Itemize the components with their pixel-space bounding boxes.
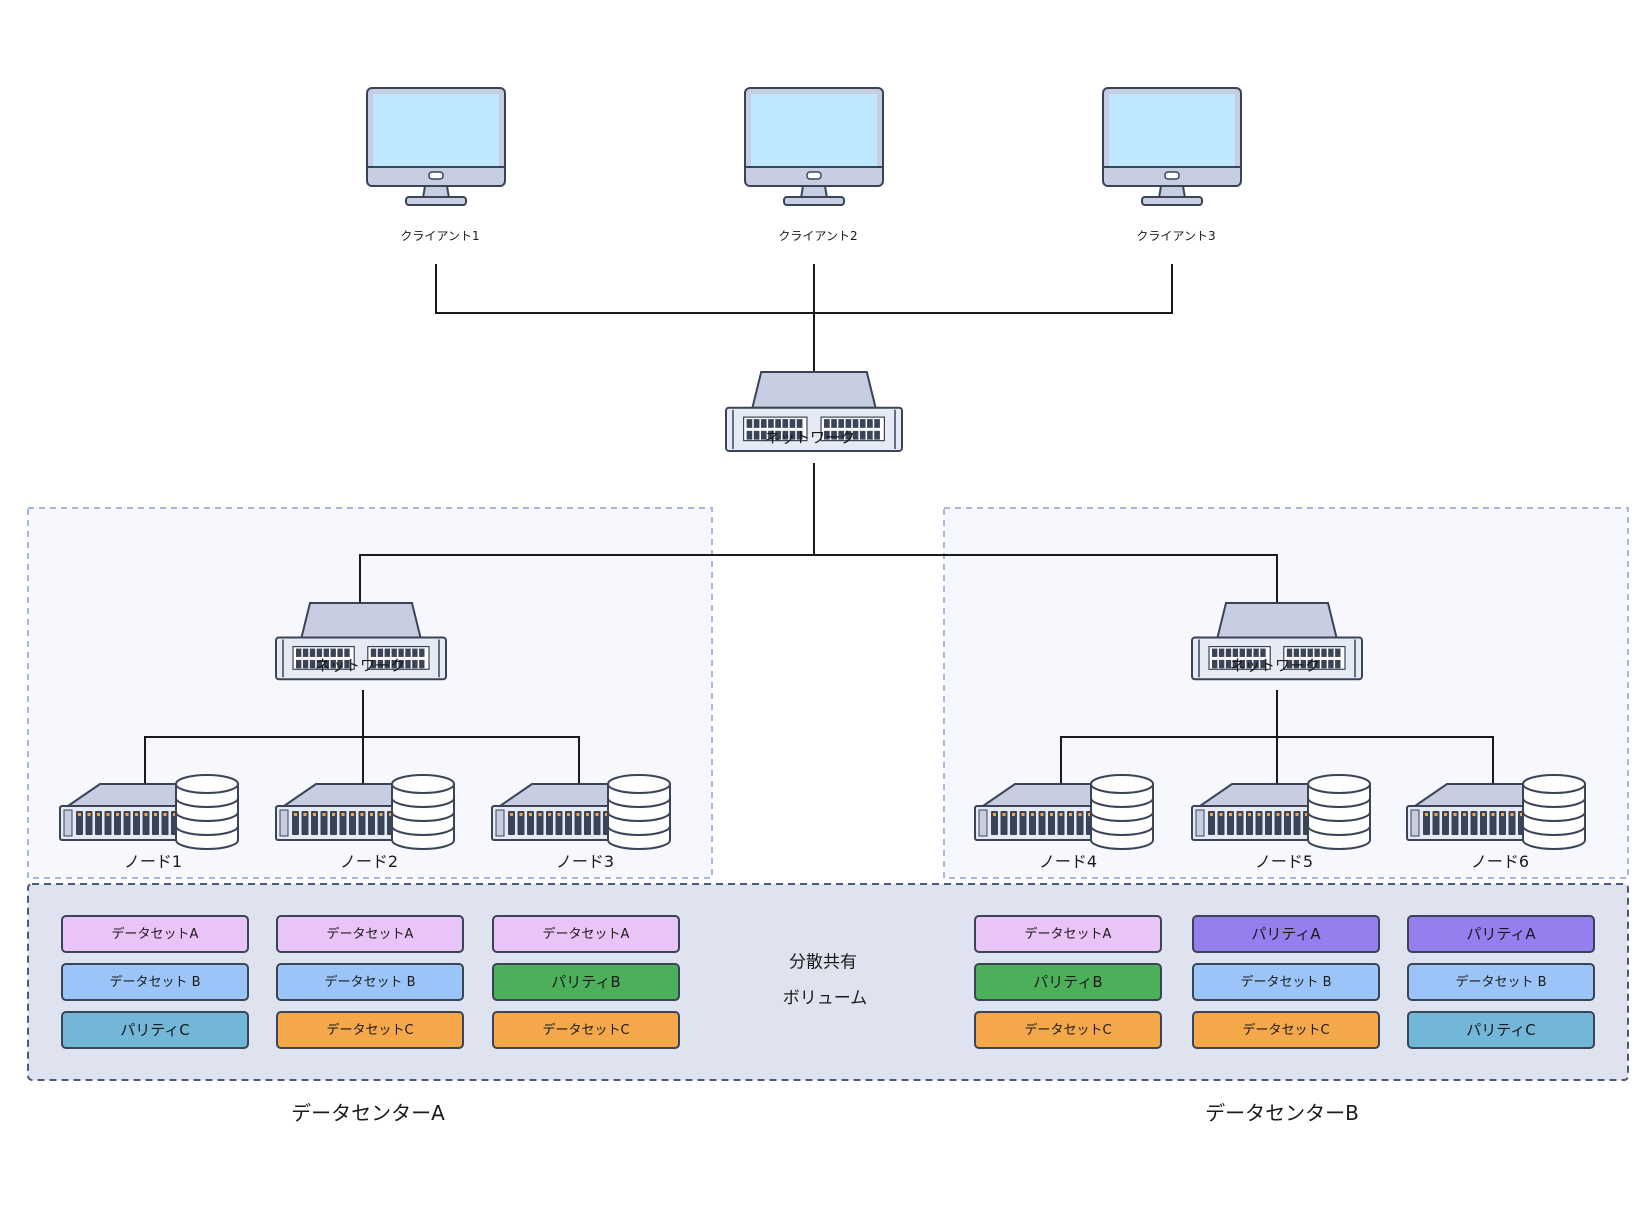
shared-volume-label-line1: 分散共有	[789, 952, 857, 973]
block-parity-a-node-5: パリティA	[1192, 915, 1380, 953]
block-dataset-b-node-6: データセット B	[1407, 963, 1595, 1001]
node-5-label: ノード5	[1254, 852, 1314, 871]
node-6-storage-server-icon	[1406, 774, 1586, 850]
datacenter-trunk-line	[359, 554, 1278, 603]
block-dataset-a-node-3: データセットA	[492, 915, 680, 953]
node-6-label: ノード6	[1470, 852, 1530, 871]
node-2-label: ノード2	[339, 852, 399, 871]
block-parity-c-node-1: パリティC	[61, 1011, 249, 1049]
block-dataset-a-node-4: データセットA	[974, 915, 1162, 953]
datacenter-b-network-label: ネットワーク	[1229, 656, 1321, 675]
core-network-label: ネットワーク	[764, 428, 856, 447]
datacenter-b-label: データセンターB	[1205, 1101, 1359, 1125]
block-dataset-b-node-2: データセット B	[276, 963, 464, 1001]
node-4-storage-server-icon	[974, 774, 1154, 850]
datacenter-a-network-switch-icon	[275, 602, 447, 681]
monitor-3-icon	[1102, 87, 1242, 206]
datacenter-a-network-label: ネットワーク	[314, 656, 406, 675]
block-dataset-a-node-1: データセットA	[61, 915, 249, 953]
datacenter-a-node-bus-line	[144, 736, 580, 788]
connection-lines	[144, 264, 1494, 788]
node-2-storage-server-icon	[275, 774, 455, 850]
block-dataset-a-node-2: データセットA	[276, 915, 464, 953]
block-parity-b-node-4: パリティB	[974, 963, 1162, 1001]
datacenter-a-label: データセンターA	[291, 1101, 445, 1125]
node-4-label: ノード4	[1038, 852, 1098, 871]
block-dataset-c-node-4: データセットC	[974, 1011, 1162, 1049]
node-1-storage-server-icon	[59, 774, 239, 850]
datacenter-b-network-switch-icon	[1191, 602, 1363, 681]
block-parity-b-node-3: パリティB	[492, 963, 680, 1001]
client-1-label: クライアント1	[400, 229, 480, 243]
block-dataset-c-node-2: データセットC	[276, 1011, 464, 1049]
client-2-label: クライアント2	[778, 229, 858, 243]
block-parity-a-node-6: パリティA	[1407, 915, 1595, 953]
node-1-label: ノード1	[123, 852, 183, 871]
block-dataset-b-node-5: データセット B	[1192, 963, 1380, 1001]
core-network-switch-icon	[725, 371, 903, 452]
block-parity-c-node-6: パリティC	[1407, 1011, 1595, 1049]
node-3-label: ノード3	[555, 852, 615, 871]
block-dataset-c-node-3: データセットC	[492, 1011, 680, 1049]
block-dataset-c-node-5: データセットC	[1192, 1011, 1380, 1049]
node-3-storage-server-icon	[491, 774, 671, 850]
block-dataset-b-node-1: データセット B	[61, 963, 249, 1001]
client-bus-line	[435, 264, 1173, 314]
datacenter-b-node-bus-line	[1060, 736, 1494, 788]
node-5-storage-server-icon	[1191, 774, 1371, 850]
shared-volume-zone	[27, 883, 1629, 1081]
monitor-1-icon	[366, 87, 506, 206]
client-3-label: クライアント3	[1136, 229, 1216, 243]
shared-volume-label-line2: ボリューム	[782, 988, 868, 1009]
monitor-2-icon	[744, 87, 884, 206]
